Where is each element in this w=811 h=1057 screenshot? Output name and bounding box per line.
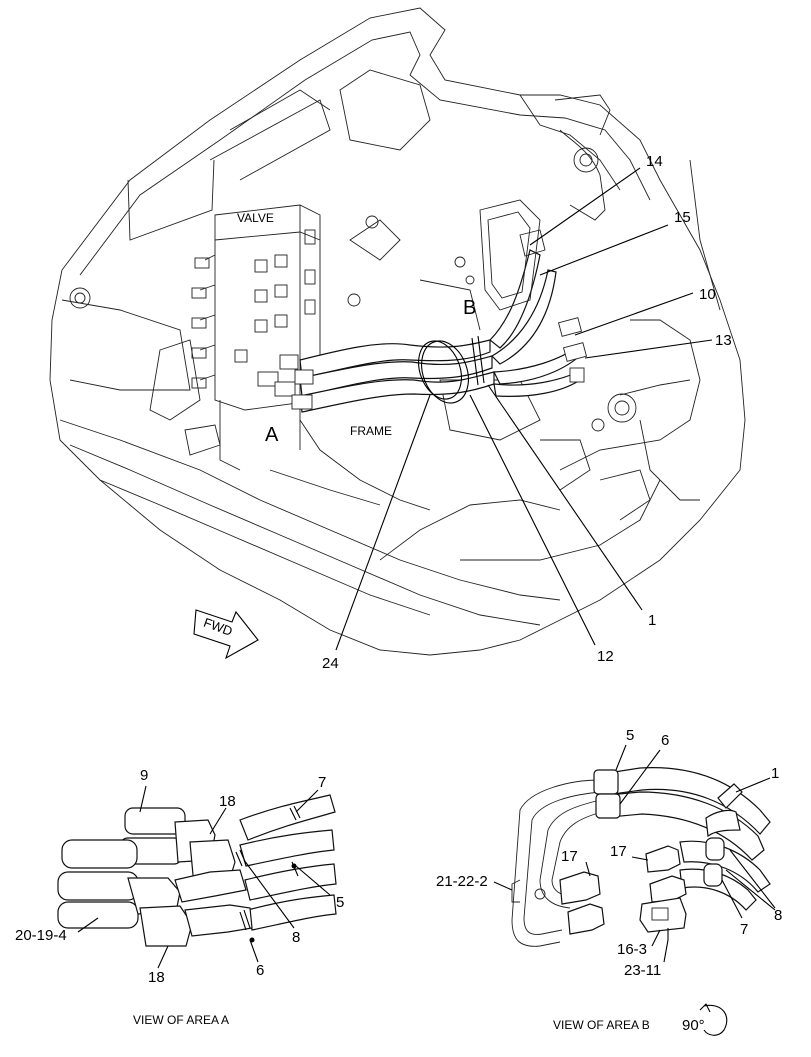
callout-a-8: 8 (292, 929, 300, 946)
view-area-a-caption: VIEW OF AREA A (133, 1013, 229, 1027)
valve-label: VALVE (237, 211, 274, 225)
area-b-label: B (463, 297, 476, 319)
rotate-arrow-icon (699, 1003, 728, 1036)
callout-a-9: 9 (140, 767, 148, 784)
callout-b-6: 6 (661, 732, 669, 749)
callout-14: 14 (646, 153, 663, 170)
callout-13: 13 (715, 332, 732, 349)
callout-b-21-22-2: 21-22-2 (436, 873, 488, 890)
callout-b-8: 8 (774, 907, 782, 924)
callout-1: 1 (648, 612, 656, 629)
callout-24: 24 (322, 655, 339, 672)
callout-a-18-bottom: 18 (148, 969, 165, 986)
callout-b-17-left: 17 (561, 848, 578, 865)
frame-label: FRAME (350, 424, 392, 438)
view-area-b: 5 6 1 17 17 21-22-2 8 7 16-3 23-11 VIEW … (436, 727, 782, 1036)
frame-outline (49, 7, 746, 656)
callout-b-7: 7 (740, 921, 748, 938)
callout-b-16-3: 16-3 (617, 941, 647, 958)
hose-bundle (257, 199, 588, 413)
callout-a-18-top: 18 (219, 793, 236, 810)
callout-a-20-19-4: 20-19-4 (15, 927, 67, 944)
control-valve-block: VALVE (184, 204, 321, 471)
view-area-a: 9 18 7 5 8 6 20-19-4 18 VIEW OF AREA A (15, 767, 344, 1027)
callout-b-1: 1 (771, 765, 779, 782)
callout-a-5: 5 (336, 894, 344, 911)
callout-a-7: 7 (318, 774, 326, 791)
callout-15: 15 (674, 209, 691, 226)
callout-b-17-right: 17 (610, 843, 627, 860)
rotation-label: 90° (682, 1017, 705, 1034)
callout-b-23-11: 23-11 (624, 962, 661, 979)
view-area-b-caption: VIEW OF AREA B (553, 1018, 650, 1032)
area-a-label: A (265, 424, 279, 446)
callout-a-6: 6 (256, 962, 264, 979)
leader-lines-main (335, 167, 713, 651)
callout-b-5: 5 (626, 727, 634, 744)
callout-12: 12 (597, 648, 614, 665)
main-view: VALVE (49, 7, 746, 672)
forward-arrow-icon: FWD (193, 609, 259, 660)
callout-10: 10 (699, 286, 716, 303)
